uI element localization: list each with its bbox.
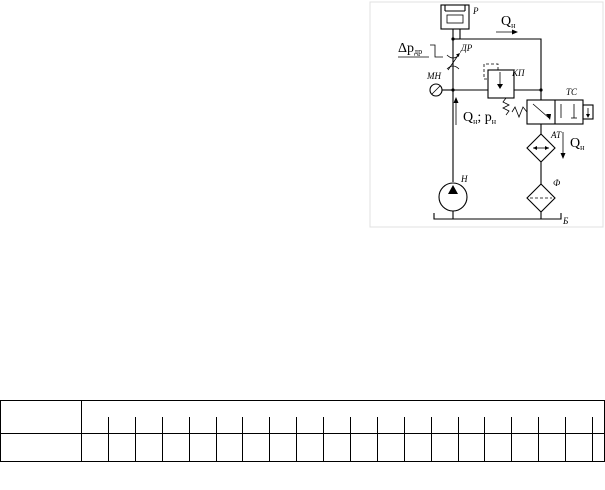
directional-valve-ts [511,99,594,125]
tick-mark [538,417,540,434]
tick-mark [350,417,351,434]
tick-mark [108,434,109,462]
tick-mark [565,417,567,434]
tick-mark [592,434,593,462]
tick-marks-row [82,434,604,462]
label-kp: КП [511,68,525,78]
heat-exchanger-at [526,133,556,184]
figure-frame [369,1,604,228]
dp-bracket [430,44,443,58]
tick-mark [296,434,298,462]
supply-line [459,29,542,100]
throttle-dr [446,53,460,71]
tick-mark [376,417,378,434]
tank-b [433,213,562,220]
tick-mark [592,417,593,434]
label-b: Б [562,216,569,226]
tick-mark [188,417,190,434]
tick-mark [457,434,459,462]
tick-marks-row [82,401,604,434]
table-row [0,400,605,434]
tick-mark [538,434,540,462]
label-h: Н [460,174,468,184]
flow-label-top: Qн [501,14,516,30]
tick-mark [457,417,459,434]
tick-mark [376,434,378,462]
receiver-p [440,4,470,30]
tick-mark [484,417,486,434]
table-row [0,433,605,462]
filter-f [526,183,556,219]
tick-mark [323,434,325,462]
tick-mark [215,434,217,462]
pump-h [438,182,468,219]
flow-label-pump: Qн; pн [463,110,497,126]
tick-mark [134,434,136,462]
tick-mark [430,434,432,462]
table-header-cell [0,400,82,434]
label-at: АТ [550,130,562,140]
label-dr: ДР [460,43,473,53]
tick-mark [511,434,513,462]
flow-label-right: Qн [570,136,585,152]
tick-mark [296,417,298,434]
table-header-cell [0,433,82,462]
tick-mark [108,417,109,434]
tick-mark [323,417,325,434]
tick-mark [161,434,163,462]
tick-mark [430,417,432,434]
tick-mark [269,434,271,462]
tick-mark [269,417,271,434]
tick-mark [565,434,567,462]
label-ts: ТС [566,87,578,97]
tick-mark [161,417,163,434]
tick-mark [242,434,244,462]
table-cell [81,400,605,434]
label-mn: МН [426,71,441,81]
tick-mark [350,434,351,462]
label-p: Р [472,6,479,16]
relief-valve-kp [453,63,541,116]
tick-mark [188,434,190,462]
tick-mark [215,417,217,434]
tick-mark [484,434,486,462]
tick-mark [511,417,513,434]
dp-label: Δpдр [398,41,422,56]
label-f: Ф [553,178,561,188]
tick-mark [134,417,136,434]
data-table [0,400,605,462]
tick-mark [403,434,405,462]
tick-mark [242,417,244,434]
table-cell [81,433,605,462]
tick-mark [403,417,405,434]
